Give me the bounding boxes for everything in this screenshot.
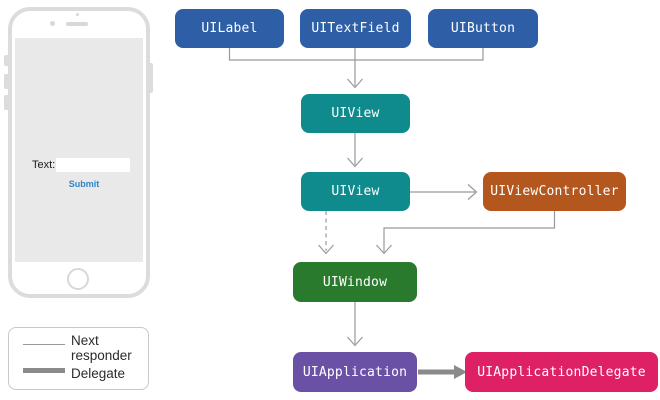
node-uiviewcontroller: UIViewController [483,172,626,211]
legend-next-responder-label: Next responder [71,333,132,363]
volume-up-button-icon [4,74,9,89]
node-uilabel: UILabel [175,9,284,48]
speaker-icon [66,22,88,26]
controls-merge-line [228,48,484,61]
home-button[interactable] [67,268,89,290]
controller-to-window-line [383,211,556,252]
volume-down-button-icon [4,95,9,110]
legend-delegate-label: Delegate [71,366,126,381]
submit-button[interactable]: Submit [59,179,109,189]
text-input[interactable] [56,158,130,172]
mute-switch-icon [4,55,9,66]
next-responder-line-icon [23,344,65,345]
arrowhead-icon [347,157,363,168]
arrowhead-icon [347,78,363,89]
delegate-line-icon [23,368,65,373]
sensor-dot-icon [76,13,79,16]
node-uiapplication: UIApplication [293,352,417,392]
legend: Next responder Delegate [8,327,149,390]
node-uitextfield: UITextField [300,9,411,48]
arrowhead-icon [467,184,478,200]
arrowhead-icon [318,244,334,255]
node-uiapplicationdelegate: UIApplicationDelegate [465,352,658,392]
camera-icon [50,21,55,26]
phone-screen [15,38,143,262]
node-uiwindow: UIWindow [293,262,417,302]
node-uibutton: UIButton [428,9,538,48]
arrowhead-icon [347,336,363,347]
node-uiview-bottom: UIView [301,172,410,211]
power-button-icon [148,63,153,93]
arrowhead-icon [376,244,392,255]
text-field-label: Text: [32,159,56,171]
node-uiview-top: UIView [301,94,410,133]
